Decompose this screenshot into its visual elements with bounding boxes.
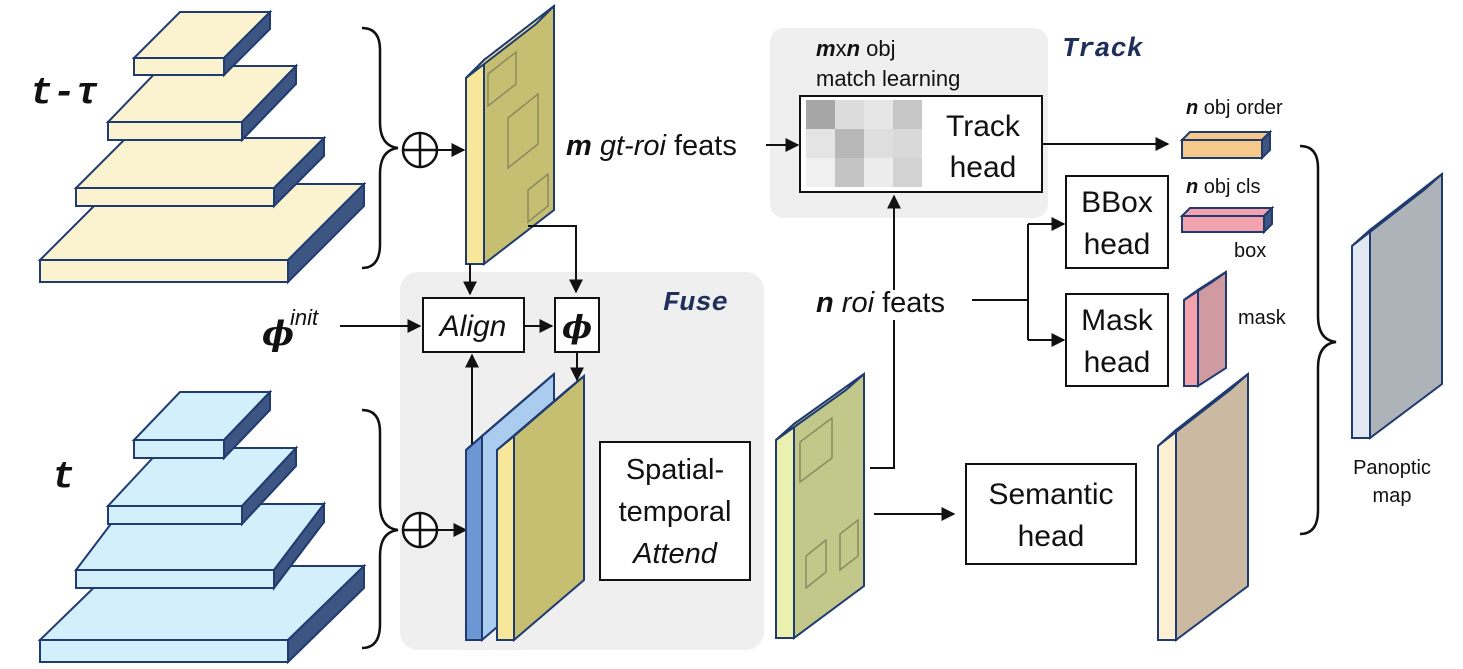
pyramid-level bbox=[131, 9, 273, 78]
phi-init-superscript: init bbox=[290, 305, 319, 330]
obj-cls-label: n obj cls bbox=[1186, 176, 1260, 198]
sum-icon bbox=[401, 511, 439, 549]
line-output-to-roi bbox=[870, 320, 895, 469]
spatial-temporal-attend-block bbox=[599, 441, 751, 581]
brace-top bbox=[361, 26, 399, 270]
match-matrix bbox=[806, 100, 922, 187]
mask-head-block bbox=[1065, 293, 1169, 387]
spatial-line3: Attend bbox=[631, 538, 718, 570]
match-label-line1: mxn obj bbox=[816, 36, 896, 61]
bbox-head-line2: head bbox=[1084, 228, 1151, 261]
phi-block bbox=[554, 297, 600, 353]
semantic-output bbox=[1157, 371, 1249, 642]
spatial-line1: Spatial- bbox=[626, 454, 724, 486]
align-label: Align bbox=[438, 310, 507, 343]
pyramid-level bbox=[131, 389, 273, 461]
pyramid-level bbox=[105, 63, 299, 143]
sum-icon bbox=[401, 131, 439, 169]
feature-map-aligned bbox=[496, 373, 585, 643]
semantic-head-line2: head bbox=[1018, 520, 1085, 553]
track-title: Track bbox=[1062, 35, 1144, 65]
n-roi-feats-label: n roi feats bbox=[816, 287, 945, 319]
arrow-feat-to-phi bbox=[528, 225, 583, 294]
brace-bottom bbox=[361, 408, 399, 650]
match-label-line2: match learning bbox=[816, 66, 960, 91]
frame-label-prev: t-τ bbox=[30, 72, 98, 115]
semantic-head-line1: Semantic bbox=[988, 478, 1113, 511]
feature-map-output bbox=[775, 372, 865, 640]
panoptic-line2: map bbox=[1373, 485, 1412, 507]
feature-map-prev bbox=[465, 3, 555, 267]
m-gt-roi-feats-label: m gt-roi feats bbox=[566, 130, 737, 162]
obj-cls-output bbox=[1179, 205, 1275, 235]
obj-order-output bbox=[1179, 129, 1273, 161]
pyramid-t bbox=[37, 389, 367, 665]
mask-label: mask bbox=[1238, 307, 1287, 329]
phi-label: ϕ bbox=[562, 308, 592, 346]
track-head-line2: head bbox=[950, 151, 1017, 184]
panoptic-map bbox=[1351, 171, 1443, 440]
phi-init-symbol: ϕ bbox=[262, 314, 294, 354]
bbox-head-block bbox=[1065, 175, 1169, 269]
brace-right bbox=[1299, 144, 1337, 536]
pyramid-t-tau bbox=[37, 9, 367, 285]
semantic-head-block bbox=[965, 463, 1137, 565]
track-head-line1: Track bbox=[946, 110, 1021, 143]
obj-order-label: n obj order bbox=[1186, 97, 1283, 119]
mask-output bbox=[1183, 270, 1227, 388]
bbox-head-line1: BBox bbox=[1081, 186, 1153, 219]
panoptic-line1: Panoptic bbox=[1353, 457, 1431, 479]
pyramid-level bbox=[73, 135, 327, 209]
fuse-title: Fuse bbox=[663, 289, 728, 319]
mask-head-line2: head bbox=[1084, 346, 1151, 379]
frame-label-curr: t bbox=[52, 456, 75, 499]
pyramid-level bbox=[105, 445, 299, 527]
box-label: box bbox=[1234, 240, 1266, 262]
mask-head-line1: Mask bbox=[1081, 304, 1154, 337]
spatial-line2: temporal bbox=[619, 496, 732, 528]
